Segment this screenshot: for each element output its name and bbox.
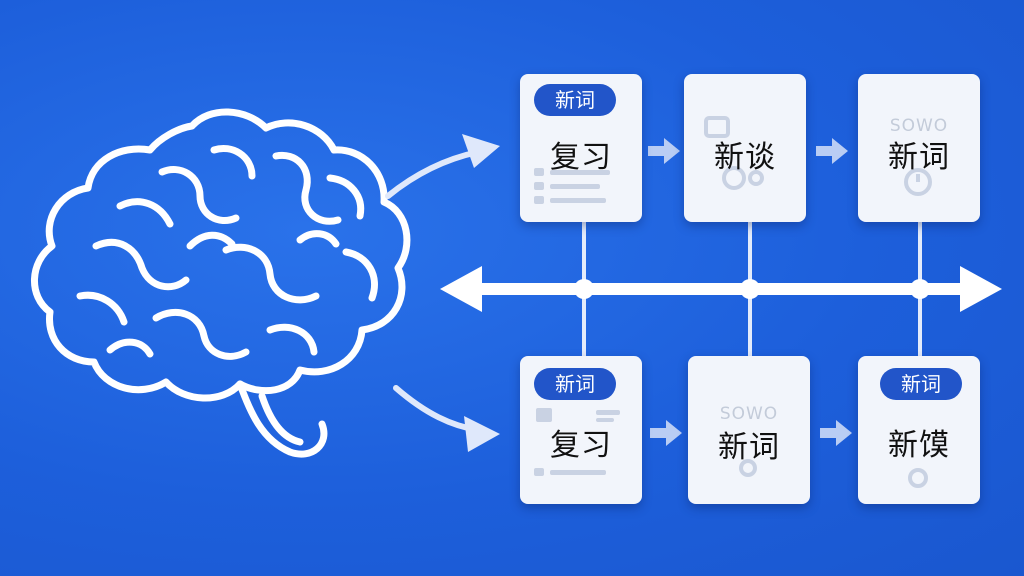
card-label: 复习 (550, 428, 612, 463)
arrowhead-left (440, 266, 482, 312)
checklist-icon (534, 408, 620, 476)
card-badge: 新词 (880, 368, 962, 400)
arrowhead-top (462, 134, 500, 168)
top-card-review: 新词 复习 (520, 74, 642, 222)
timeline-node-2 (740, 279, 760, 299)
card-badge: 新词 (534, 84, 616, 116)
faint-card-text: SOWO (889, 116, 949, 136)
brain-arrows (385, 134, 500, 452)
arrowhead-right (960, 266, 1002, 312)
card-label: 复习 (550, 140, 612, 175)
brain-icon (31, 108, 411, 458)
top-card-new-lesson: 新谈 (684, 74, 806, 222)
arrow-to-top-row (385, 149, 481, 199)
clock-icon (908, 468, 928, 488)
clock-icon (904, 168, 932, 196)
bottom-card-review: 新词 复习 (520, 356, 642, 504)
gear-icon (704, 116, 764, 190)
card-label: 新馍 (888, 428, 950, 463)
timeline-node-3 (910, 279, 930, 299)
timeline-node-1 (574, 279, 594, 299)
gear-icon (739, 459, 757, 477)
bottom-card-new-steamed-bun: 新词 新馍 (858, 356, 980, 504)
card-label: 新谈 (714, 140, 776, 175)
top-row-step-arrows (648, 138, 848, 164)
checklist-icon (534, 168, 610, 204)
card-label: 新词 (888, 140, 950, 175)
timeline-arrow (440, 266, 1002, 312)
bottom-row-step-arrows (650, 420, 852, 446)
card-badge: 新词 (534, 368, 616, 400)
arrowhead-bottom (464, 416, 500, 452)
bottom-card-new-word: SOWO 新词 (688, 356, 810, 504)
card-label: 新词 (718, 430, 780, 465)
faint-card-text: SOWO (719, 404, 779, 424)
top-card-new-word: SOWO 新词 (858, 74, 980, 222)
